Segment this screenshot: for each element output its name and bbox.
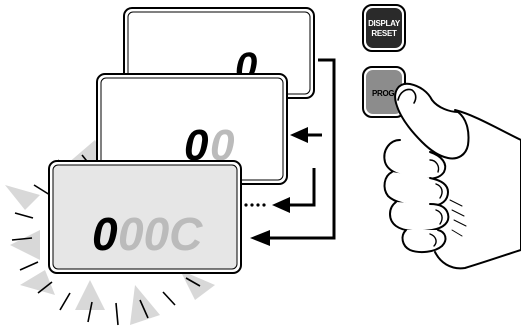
- dotted-leader: [244, 203, 266, 207]
- arrow-head-outer: [250, 230, 270, 246]
- arrow-head-inner: [272, 197, 290, 213]
- display-reset-label-line2: RESET: [371, 29, 397, 38]
- display-reset-label-line1: DISPLAY: [368, 19, 401, 28]
- sequence-arrows: [244, 58, 336, 246]
- lcd-display-front: 0 00C: [48, 160, 242, 274]
- lcd-digits-front-dim: 00C: [118, 208, 203, 260]
- display-reset-button[interactable]: DISPLAY RESET: [362, 4, 406, 52]
- lcd-digits-front-dark: 0: [92, 208, 118, 260]
- hand-illustration: [383, 82, 521, 270]
- prog-label: PROG: [372, 89, 394, 98]
- arrow-line-inner: [290, 168, 316, 207]
- prog-button[interactable]: PROG: [362, 66, 406, 118]
- arrow-line-outer: [268, 58, 336, 240]
- lcd-display-middle: 0 0: [96, 73, 288, 185]
- arrow-head-middle: [290, 127, 308, 143]
